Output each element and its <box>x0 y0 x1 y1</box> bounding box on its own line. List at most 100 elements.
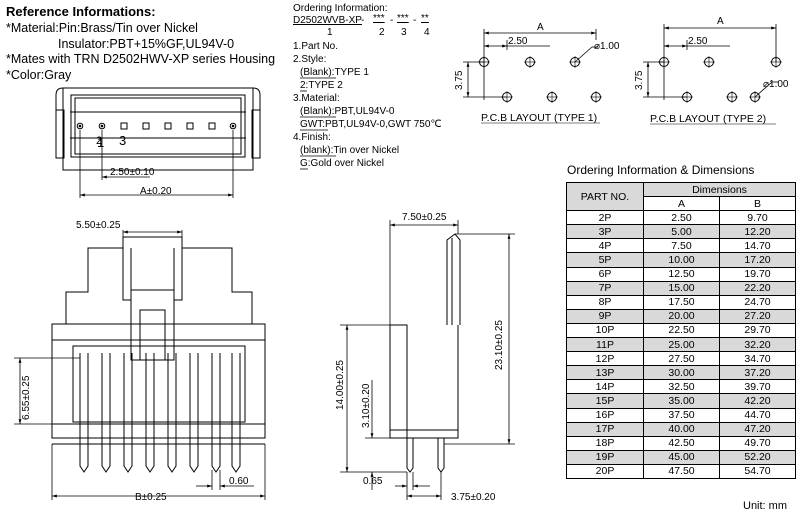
ordering-item: (Blank):TYPE 1 <box>300 67 369 78</box>
cell-part: 20P <box>566 463 644 479</box>
cell-a: 7.50 <box>643 238 720 254</box>
ordering-item: 3.Material: <box>293 93 340 104</box>
ordering-sep: - <box>413 15 417 26</box>
cell-part: 8P <box>566 294 644 310</box>
cell-a: 5.00 <box>643 224 720 240</box>
cell-b: 9.70 <box>719 210 796 226</box>
cell-part: 17P <box>566 421 644 437</box>
col-b-header: B <box>719 196 796 212</box>
top-a-dim: A±0.20 <box>140 186 172 197</box>
pcb2-hole-dim: ⌀1.00 <box>763 79 789 90</box>
table-title: Ordering Information & Dimensions <box>567 163 755 177</box>
cell-b: 29.70 <box>719 322 796 339</box>
cell-part: 10P <box>566 322 644 339</box>
front-pin-dim: 0.60 <box>229 476 249 487</box>
ordering-item: 2:TYPE 2 <box>300 80 343 91</box>
pcb2-pitch-dim: 2.50 <box>688 36 708 47</box>
cell-a: 10.00 <box>643 252 720 268</box>
cell-b: 27.20 <box>719 308 796 324</box>
cell-b: 49.70 <box>719 435 796 451</box>
cell-part: 2P <box>566 210 644 226</box>
pcb-layout-type2 <box>643 24 778 100</box>
cell-a: 2.50 <box>643 210 720 226</box>
cell-b: 34.70 <box>719 351 796 367</box>
side-view-housing <box>389 233 461 439</box>
pcb1-label: P.C.B LAYOUT (TYPE 1) <box>481 112 597 124</box>
reference-insulator: Insulator:PBT+15%GF,UL94V-0 <box>58 37 235 51</box>
side-view-dimensions <box>340 220 515 500</box>
pcb1-hole-dim: ⌀1.00 <box>594 41 620 52</box>
cell-b: 24.70 <box>719 294 796 310</box>
cell-a: 30.00 <box>643 365 720 381</box>
cell-b: 32.20 <box>719 337 796 353</box>
cell-a: 42.50 <box>643 435 720 451</box>
pin-label-2: 2 <box>96 135 102 147</box>
cell-part: 19P <box>566 449 644 465</box>
reference-title: Reference Informations: <box>6 4 156 19</box>
cell-a: 15.00 <box>643 280 720 296</box>
pcb1-pitch-dim: 2.50 <box>508 36 528 47</box>
cell-a: 40.00 <box>643 421 720 437</box>
ordering-item: (Blank):PBT,UL94V-0 <box>300 106 395 117</box>
cell-b: 12.20 <box>719 224 796 240</box>
cell-a: 37.50 <box>643 407 720 423</box>
ordering-title: Ordering Information: <box>293 3 388 14</box>
cell-a: 20.00 <box>643 308 720 324</box>
side-body-dim: 14.00±0.25 <box>335 360 346 410</box>
cell-b: 14.70 <box>719 238 796 254</box>
side-pin-dim: 0.65 <box>363 476 383 487</box>
cell-part: 7P <box>566 280 644 296</box>
ordering-num-3: 3 <box>401 27 407 38</box>
reference-mates: *Mates with TRN D2502HWV-XP series Housi… <box>6 52 276 66</box>
unit-label: Unit: mm <box>743 500 787 512</box>
cell-a: 17.50 <box>643 294 720 310</box>
ordering-sep: - <box>361 15 365 26</box>
pcb-type2-holes <box>658 56 782 103</box>
pcb2-a-dim: A <box>717 16 724 27</box>
cell-part: 4P <box>566 238 644 254</box>
cell-b: 17.20 <box>719 252 796 268</box>
cell-b: 47.20 <box>719 421 796 437</box>
ordering-num-4: 4 <box>424 27 430 38</box>
pcb-type1-holes <box>478 56 602 103</box>
ordering-item: 1.Part No. <box>293 41 339 52</box>
cell-part: 12P <box>566 351 644 367</box>
ordering-code: D2502WVB-XP <box>293 15 362 26</box>
pcb1-row-dim: 3.75 <box>454 70 465 90</box>
side-offset-dim: 3.75±0.20 <box>451 492 496 503</box>
cell-a: 35.00 <box>643 393 720 409</box>
pcb2-label: P.C.B LAYOUT (TYPE 2) <box>650 113 766 125</box>
front-left-dim: 6.55±0.25 <box>21 375 32 420</box>
pcb2-row-dim: 3.75 <box>634 70 645 90</box>
cell-part: 9P <box>566 308 644 324</box>
cell-a: 22.50 <box>643 322 720 339</box>
ordering-item: 4.Finish: <box>293 132 331 143</box>
front-view-housing <box>51 236 266 445</box>
ordering-stars-3: ** <box>421 13 429 24</box>
cell-b: 37.20 <box>719 365 796 381</box>
cell-a: 45.00 <box>643 449 720 465</box>
cell-a: 12.50 <box>643 266 720 282</box>
cell-part: 5P <box>566 252 644 268</box>
pin-label-1: 1 <box>97 135 104 150</box>
front-top-dim: 5.50±0.25 <box>76 220 121 231</box>
reference-material: *Material:Pin:Brass/Tin over Nickel <box>6 21 198 35</box>
cell-part: 14P <box>566 379 644 395</box>
